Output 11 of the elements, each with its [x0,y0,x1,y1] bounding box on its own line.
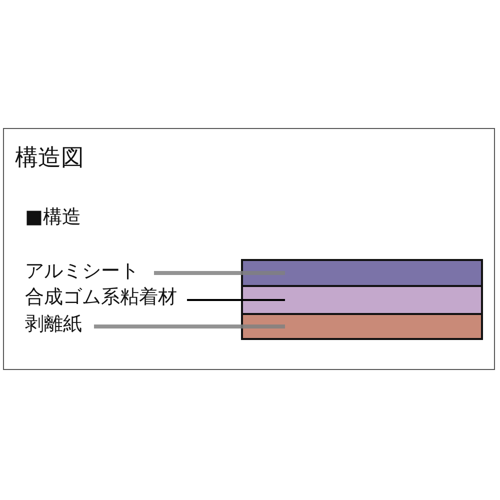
material-layer [241,259,483,287]
layer-name: アルミシート [25,259,139,283]
leader-line [187,299,285,301]
section-heading: ■構造 [25,205,81,230]
layer-name: 剥離紙 [25,312,82,336]
leader-line [154,271,285,275]
material-layer [241,313,483,340]
material-layer [241,285,483,315]
leader-line [94,324,285,328]
diagram-title: 構造図 [15,144,84,173]
layer-name: 合成ゴム系粘着材 [25,285,177,309]
